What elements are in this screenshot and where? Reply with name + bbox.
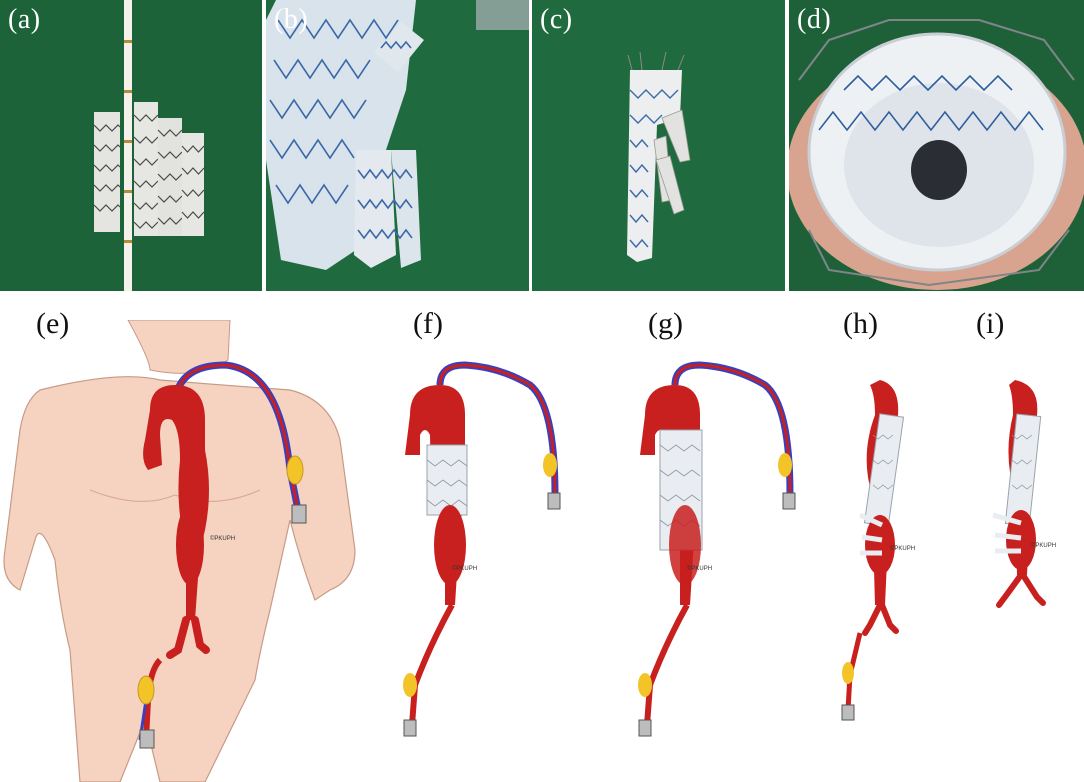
illustration-i-completed-repair: ©PKUPH <box>992 380 1056 608</box>
watermark-e: ©PKUPH <box>210 535 235 542</box>
photo-a-stent-segments: (a) <box>0 0 262 291</box>
panel-label-b: (b) <box>274 4 309 35</box>
panel-label-e: (e) <box>36 307 70 340</box>
photo-d-graft-end-view: (d) <box>789 0 1084 291</box>
panel-label-i: (i) <box>976 307 1005 340</box>
panel-label-d: (d) <box>797 4 832 35</box>
panel-label-f: (f) <box>413 307 443 340</box>
illustration-e-torso-aorta: ©PKUPH <box>3 320 356 782</box>
watermark-i: ©PKUPH <box>1031 542 1056 549</box>
watermark-f: ©PKUPH <box>452 565 477 572</box>
photo-c-branched-graft: (c) <box>532 0 785 291</box>
illustration-f-aorta-stent: ©PKUPH <box>403 361 561 737</box>
panel-label-g: (g) <box>648 307 683 340</box>
illustration-h-stented-aorta: ©PKUPH <box>841 380 915 721</box>
panel-label-h: (h) <box>843 307 878 340</box>
panel-label-a: (a) <box>8 4 41 35</box>
watermark-g: ©PKUPH <box>687 565 712 572</box>
panel-label-c: (c) <box>540 4 573 35</box>
illustration-g-aorta-branched-stent: ©PKUPH <box>638 361 796 737</box>
photo-b-bifurcated-graft: (b) <box>266 0 529 291</box>
watermark-h: ©PKUPH <box>890 545 915 552</box>
